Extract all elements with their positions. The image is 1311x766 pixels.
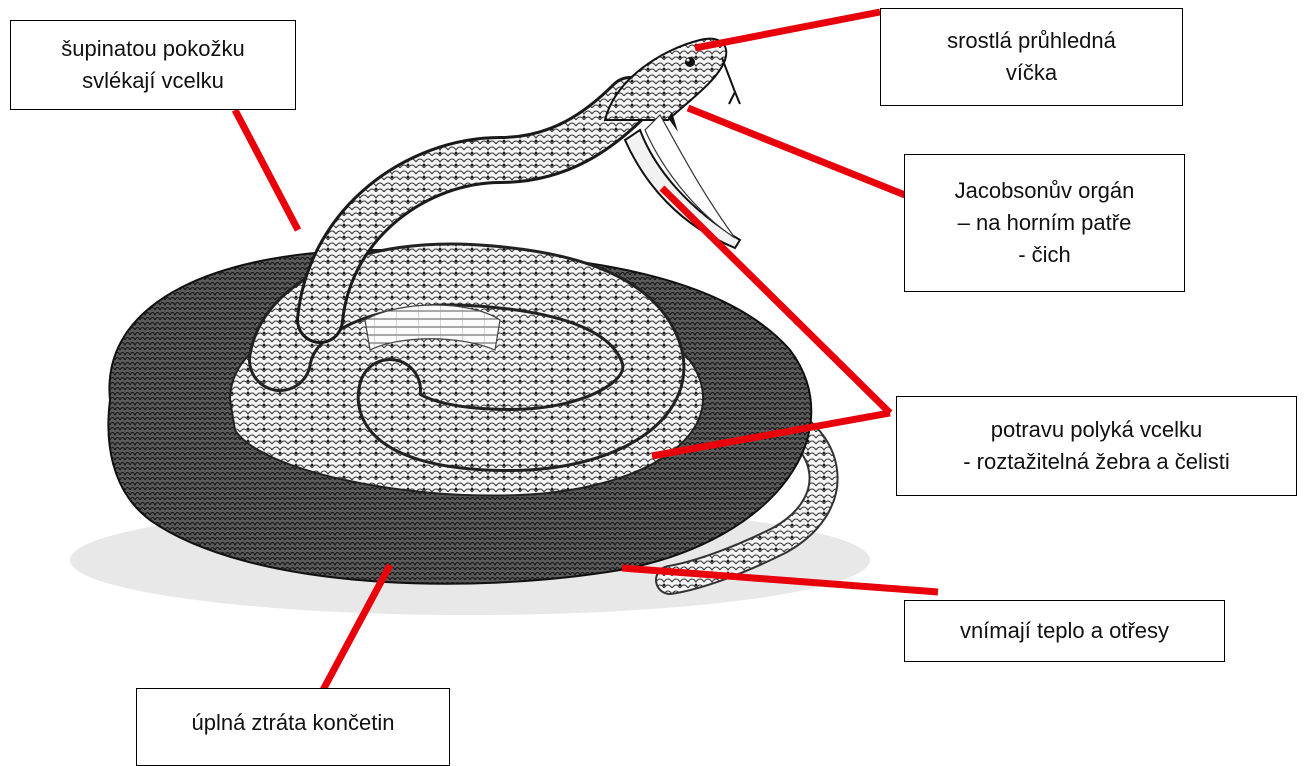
label-swallow-line1: potravu polyká vcelku <box>991 414 1203 446</box>
label-swallow: potravu polyká vcelku - roztažitelná žeb… <box>896 396 1297 496</box>
leader-line-eyelids <box>695 12 880 48</box>
label-skin-line1: šupinatou pokožku <box>61 33 244 65</box>
label-limbs-line1: úplná ztráta končetin <box>191 707 394 739</box>
label-jacobson-line2: – na horním patře <box>958 207 1132 239</box>
leader-line-jacobson <box>688 108 905 195</box>
label-heat: vnímají teplo a otřesy <box>904 600 1225 662</box>
label-swallow-line2: - roztažitelná žebra a čelisti <box>963 446 1230 478</box>
snake-tongue <box>722 58 740 104</box>
label-jacobson: Jacobsonův orgán – na horním patře - čic… <box>904 154 1185 292</box>
label-jacobson-line1: Jacobsonův orgán <box>955 175 1135 207</box>
label-skin-line2: svlékají vcelku <box>82 65 224 97</box>
snake-eye <box>685 57 695 67</box>
label-limbs: úplná ztráta končetin <box>136 688 450 766</box>
label-eyelids-line1: srostlá průhledná <box>947 25 1116 57</box>
label-jacobson-line3: - čich <box>1018 239 1071 271</box>
label-eyelids: srostlá průhledná víčka <box>880 8 1183 106</box>
label-heat-line1: vnímají teplo a otřesy <box>960 615 1169 647</box>
label-eyelids-line2: víčka <box>1006 57 1057 89</box>
leader-line-skin <box>235 110 298 230</box>
label-skin: šupinatou pokožku svlékají vcelku <box>10 20 296 110</box>
